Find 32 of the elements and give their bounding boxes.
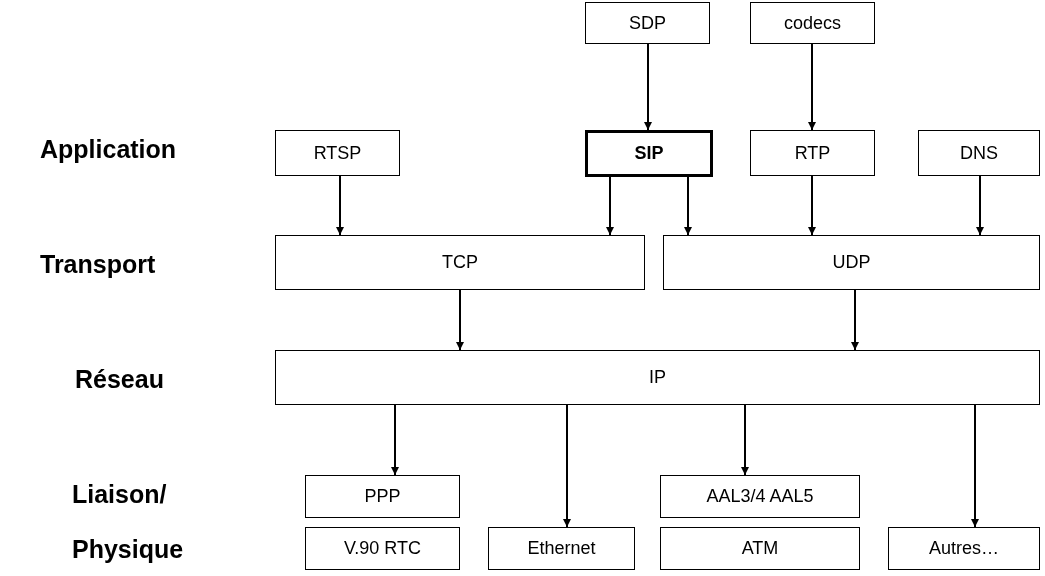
- layer-label: Application: [40, 134, 177, 165]
- layer-label: Transport: [40, 249, 156, 280]
- arrow: [808, 175, 816, 236]
- protocol-box: Ethernet: [488, 527, 635, 570]
- arrow: [741, 404, 749, 476]
- protocol-box: DNS: [918, 130, 1040, 176]
- arrow: [336, 175, 344, 236]
- protocol-box: PPP: [305, 475, 460, 518]
- layer-label: Réseau: [75, 364, 164, 395]
- arrow: [684, 176, 692, 236]
- protocol-box: codecs: [750, 2, 875, 44]
- arrow: [851, 289, 859, 351]
- arrow: [391, 404, 399, 476]
- protocol-box: TCP: [275, 235, 645, 290]
- protocol-box: RTP: [750, 130, 875, 176]
- protocol-box: V.90 RTC: [305, 527, 460, 570]
- arrow: [456, 289, 464, 351]
- arrow: [808, 43, 816, 131]
- arrow: [971, 404, 979, 528]
- protocol-box: SIP: [585, 130, 713, 177]
- protocol-box: AAL3/4 AAL5: [660, 475, 860, 518]
- arrow: [644, 43, 652, 131]
- protocol-box: UDP: [663, 235, 1040, 290]
- arrow: [976, 175, 984, 236]
- arrow: [563, 404, 571, 528]
- protocol-box: ATM: [660, 527, 860, 570]
- protocol-box: SDP: [585, 2, 710, 44]
- arrow: [606, 176, 614, 236]
- protocol-box: RTSP: [275, 130, 400, 176]
- protocol-box: Autres…: [888, 527, 1040, 570]
- protocol-box: IP: [275, 350, 1040, 405]
- layer-label: Liaison/ Physique: [72, 479, 185, 565]
